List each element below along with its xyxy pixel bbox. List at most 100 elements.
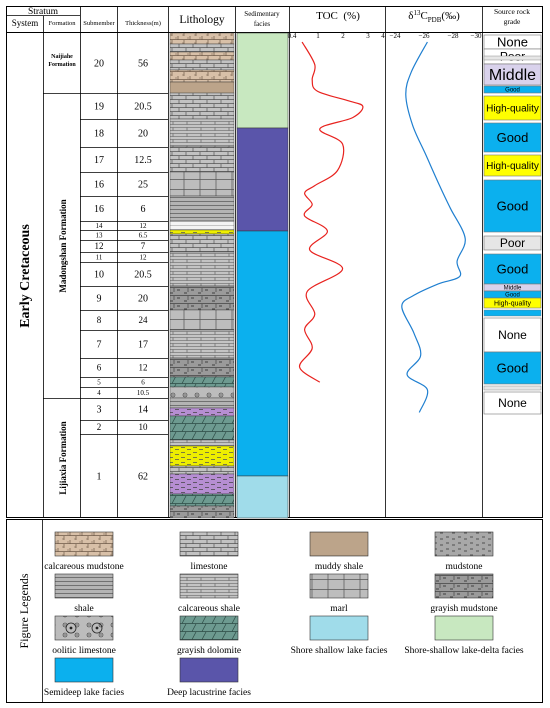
grade-label: None — [498, 328, 527, 342]
lithology-layer — [169, 493, 235, 507]
lithology-layer — [169, 195, 235, 222]
submember-thickness: 12 — [140, 222, 148, 230]
submember-id: 16 — [94, 180, 104, 191]
legend-swatch — [54, 573, 114, 599]
legend-label: Shore shallow lake facies — [291, 645, 388, 656]
submember-thickness: 24 — [139, 315, 149, 325]
system-name: Early Cretaceous — [18, 224, 33, 328]
lithology-layer — [169, 69, 235, 83]
grade-box — [483, 297, 542, 309]
submember-thickness: 6 — [141, 204, 146, 215]
legend-label: grayish dolomite — [177, 646, 241, 656]
formation-naijiahe-2: Formation — [48, 62, 76, 68]
lithology-layer — [169, 329, 235, 359]
submember-id: 11 — [96, 253, 103, 261]
legend-swatch — [54, 615, 114, 641]
legend-label: calcareous shale — [178, 604, 240, 614]
grade-box — [483, 122, 542, 153]
lithology-layer — [169, 505, 235, 519]
legend-label: Semideep lake facies — [44, 687, 124, 698]
grade-label: Poor — [500, 236, 525, 250]
lithology-layer — [169, 309, 235, 331]
facies-band — [236, 230, 289, 477]
submember-thickness: 6.5 — [139, 231, 148, 239]
submember-thickness: 12.5 — [134, 155, 152, 166]
grade-box — [483, 317, 542, 353]
grade-label: None — [498, 396, 527, 410]
lithology-layer — [169, 465, 235, 475]
header-formation: Formation — [48, 20, 76, 27]
submember-id: 13 — [96, 231, 104, 239]
submember-thickness: 12 — [140, 253, 148, 261]
lithology-layer — [169, 473, 235, 495]
submember-thickness: 56 — [138, 59, 148, 70]
legend-label: calcareous mudstone — [44, 562, 123, 572]
header-toc: TOC (%) — [316, 10, 360, 22]
submember-id: 5 — [97, 378, 101, 386]
grade-label: Good — [497, 199, 529, 214]
header-d13c: δ13CPDB(‰) — [408, 9, 460, 24]
toc-tick-3: 3 — [366, 32, 370, 40]
grade-box — [483, 95, 542, 121]
formation-naijiahe-1: Naijiahe — [51, 54, 73, 60]
lithology-layer — [169, 32, 235, 45]
grade-box — [483, 179, 542, 233]
lithology-layer — [169, 407, 235, 417]
lithology-layer — [169, 51, 235, 61]
legend-label: muddy shale — [315, 562, 363, 572]
lithology-layer — [169, 81, 235, 94]
legend-label: oolitic limestone — [52, 646, 116, 656]
toc-tick-4: 4 — [381, 32, 385, 40]
grade-box — [483, 253, 542, 285]
lithology-layer — [169, 397, 235, 409]
legend-label: Deep lacustrine facies — [167, 687, 251, 698]
lithology-layer — [169, 285, 235, 311]
d13c-curve — [401, 41, 466, 413]
facies-band — [236, 475, 289, 519]
submember-thickness: 17 — [138, 340, 148, 351]
header-lithology: Lithology — [179, 14, 225, 26]
grade-label: High-quality — [486, 104, 539, 115]
header-facies-2: facies — [254, 20, 271, 28]
toc-tick-2: 2 — [341, 32, 345, 40]
submember-thickness: 20.5 — [134, 102, 152, 113]
submember-id: 19 — [94, 102, 104, 113]
lithology-layer — [169, 251, 235, 287]
lithology-layer — [169, 445, 235, 467]
legend-swatch — [179, 615, 239, 641]
submember-id: 9 — [97, 294, 102, 305]
header-submember: Submember — [83, 20, 115, 27]
submember-thickness: 10.5 — [137, 389, 150, 397]
facies-band — [236, 127, 289, 232]
grade-separator — [483, 385, 542, 391]
grade-box — [483, 154, 542, 177]
header-system: System — [12, 18, 39, 28]
lithology-layer — [169, 229, 235, 235]
grade-box — [483, 235, 542, 251]
submember-id: 20 — [94, 59, 104, 70]
d13c-tick-2: −28 — [448, 32, 459, 40]
d13c-axis: −24 −26 −28 −30 — [390, 32, 482, 40]
submember-id: 3 — [97, 405, 102, 416]
submember-id: 18 — [94, 129, 104, 140]
grade-label: High-quality — [486, 161, 539, 172]
grade-label: Good — [497, 130, 529, 145]
grade-box — [483, 351, 542, 385]
grade-label: Good — [497, 262, 529, 277]
lithology-layer — [169, 220, 235, 231]
header-grade-1: Source rock — [494, 7, 530, 16]
legend-label: grayish mudstone — [430, 604, 497, 614]
lithology-layer — [169, 439, 235, 447]
d13c-tick-1: −26 — [419, 32, 430, 40]
lithology-layer — [169, 376, 235, 388]
submember-thickness: 7 — [141, 241, 146, 251]
grade-label: High-quality — [494, 300, 531, 307]
legend-label: marl — [330, 604, 348, 614]
lithology-layer — [169, 171, 235, 197]
submember-thickness: 6 — [141, 378, 145, 386]
lithology-layer — [169, 415, 235, 441]
header-stratum: Stratum — [28, 7, 59, 17]
legend-title: Figure Legends — [17, 573, 31, 648]
